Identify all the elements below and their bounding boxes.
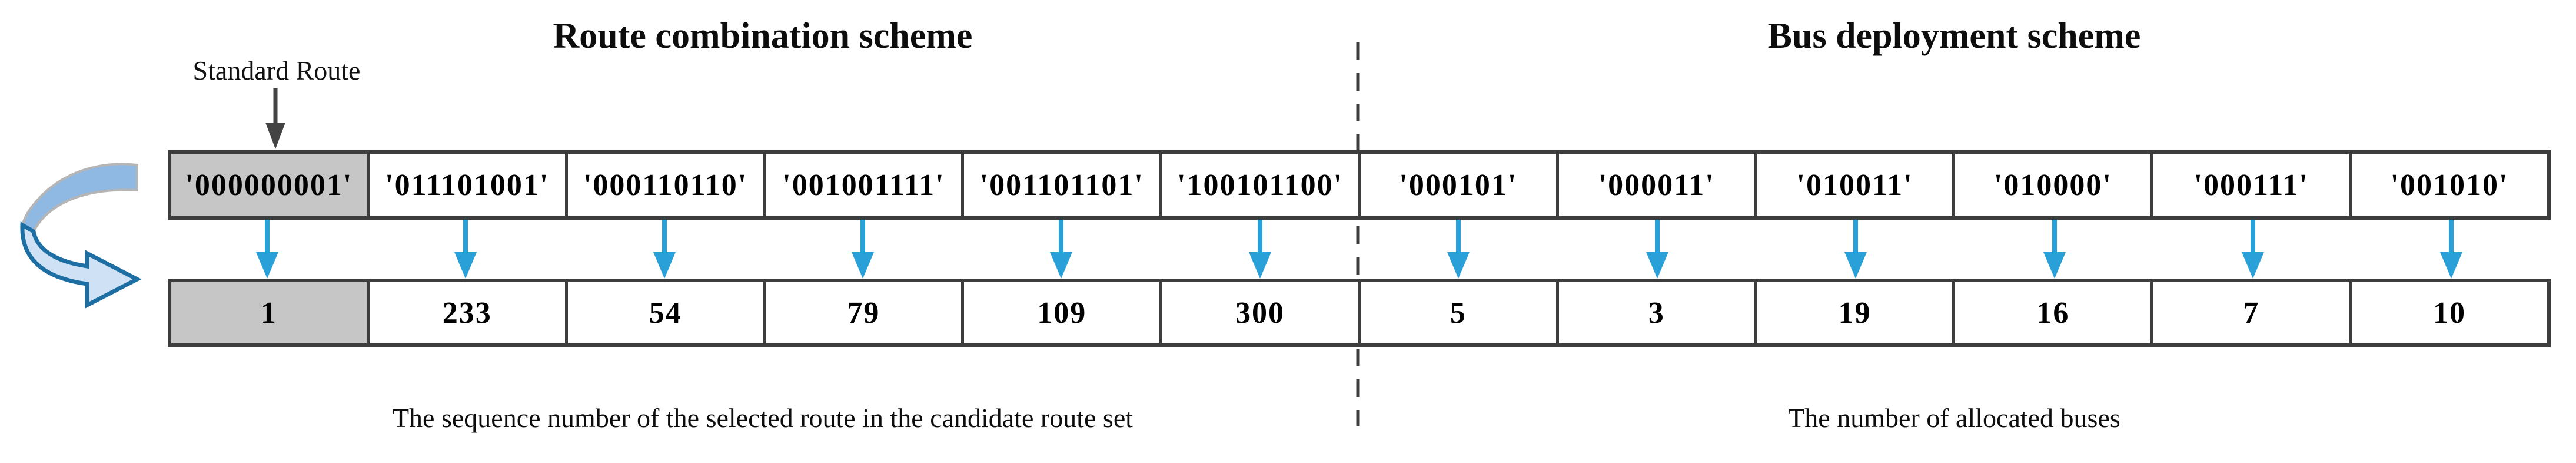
gene-cell: '000111' — [2150, 154, 2349, 216]
value-cell: 79 — [763, 282, 961, 343]
value-cell: 300 — [1159, 282, 1358, 343]
value-cell: 7 — [2150, 282, 2349, 343]
down-arrow-icon — [2241, 220, 2264, 279]
curved-u-turn-arrow-icon — [20, 163, 142, 309]
gene-cell: '010000' — [1952, 154, 2150, 216]
arrow-slot — [366, 220, 564, 279]
down-arrow-icon — [1050, 220, 1073, 279]
down-arrow-icon — [1646, 220, 1668, 279]
down-arrow-icon — [1844, 220, 1867, 279]
down-arrow-icon — [2043, 220, 2066, 279]
gene-string-row: '000000001' '011101001' '000110110' '001… — [168, 150, 2551, 220]
arrow-slot — [168, 220, 366, 279]
bus-deployment-title: Bus deployment scheme — [1767, 16, 2141, 56]
gene-cell: '000011' — [1555, 154, 1754, 216]
arrow-slot — [1558, 220, 1756, 279]
value-cell: 5 — [1357, 282, 1556, 343]
gene-cell: '001010' — [2349, 154, 2547, 216]
value-cell: 3 — [1555, 282, 1754, 343]
standard-route-pointer-icon — [265, 88, 285, 149]
value-cell: 16 — [1952, 282, 2150, 343]
gene-cell: '001101101' — [961, 154, 1159, 216]
gene-cell: '011101001' — [366, 154, 565, 216]
arrow-slot — [565, 220, 763, 279]
bus-caption: The number of allocated buses — [1788, 403, 2120, 433]
down-arrow-icon — [255, 220, 278, 279]
arrow-slot — [2352, 220, 2551, 279]
down-arrow-icon — [454, 220, 477, 279]
arrow-slot — [1955, 220, 2153, 279]
value-cell: 233 — [366, 282, 565, 343]
gene-cell: '000101' — [1357, 154, 1556, 216]
value-cell: 54 — [564, 282, 763, 343]
arrow-slot — [1161, 220, 1359, 279]
route-caption: The sequence number of the selected rout… — [392, 403, 1134, 433]
arrow-slot — [763, 220, 962, 279]
value-cell-standard-route: 1 — [171, 282, 367, 343]
value-row: 1 233 54 79 109 300 5 3 19 16 7 10 — [168, 279, 2551, 347]
route-combination-title: Route combination scheme — [553, 16, 973, 56]
down-arrow-icon — [653, 220, 676, 279]
dashed-divider-line — [1356, 42, 1360, 426]
value-cell: 10 — [2349, 282, 2547, 343]
gene-cell-standard-route: '000000001' — [171, 154, 367, 216]
arrow-slot — [1360, 220, 1558, 279]
gene-cell: '010011' — [1754, 154, 1953, 216]
gene-cell: '100101100' — [1159, 154, 1358, 216]
down-arrow-icon — [2440, 220, 2463, 279]
arrow-slot — [2153, 220, 2352, 279]
mapping-arrow-row — [168, 220, 2551, 279]
arrow-slot — [1756, 220, 1955, 279]
standard-route-label: Standard Route — [192, 55, 361, 85]
down-arrow-icon — [1248, 220, 1271, 279]
down-arrow-icon — [1447, 220, 1470, 279]
arrow-slot — [962, 220, 1161, 279]
gene-cell: '000110110' — [564, 154, 763, 216]
down-arrow-icon — [851, 220, 874, 279]
value-cell: 19 — [1754, 282, 1953, 343]
gene-cell: '001001111' — [763, 154, 961, 216]
value-cell: 109 — [961, 282, 1159, 343]
